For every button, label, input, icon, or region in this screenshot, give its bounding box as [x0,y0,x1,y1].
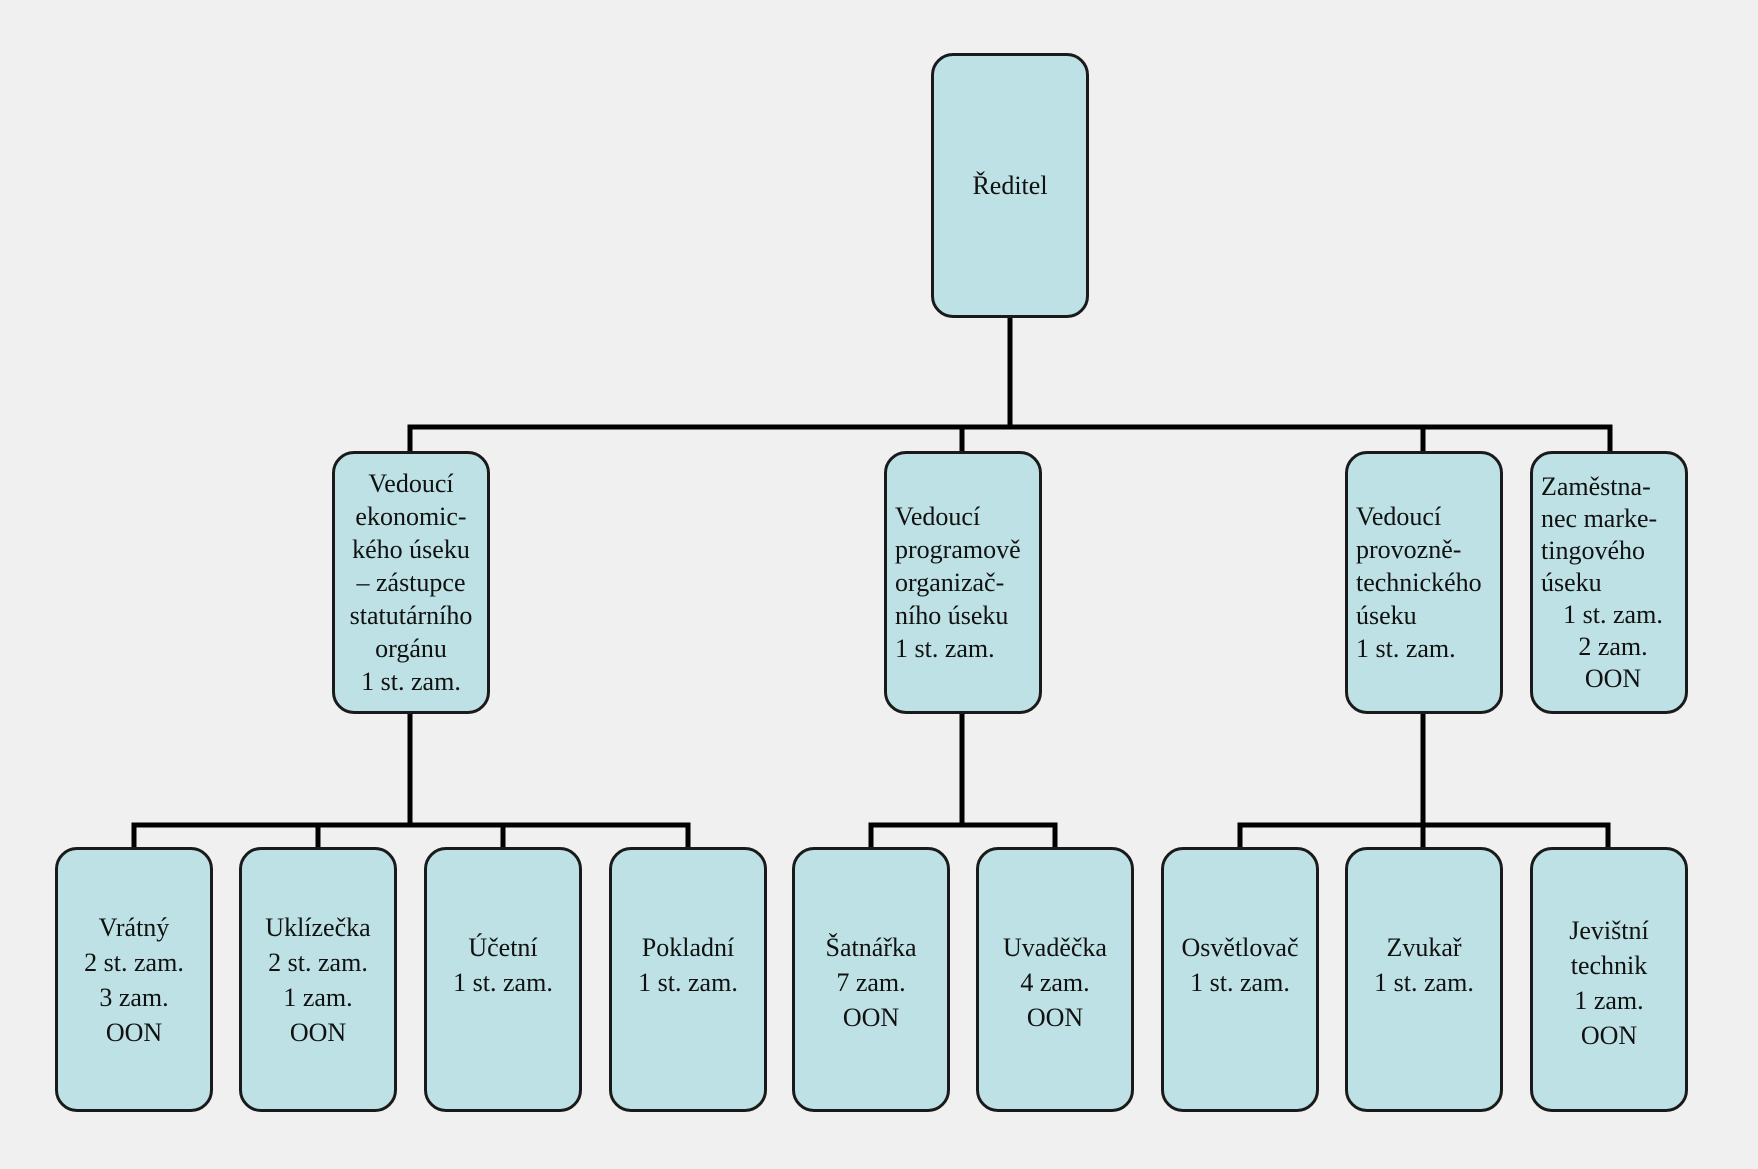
usher-line-1: Uvaděčka [1003,933,1107,962]
accountant-line-2: 1 st. zam. [453,968,553,997]
stage-tech-line-2: technik [1570,951,1648,980]
program-head-line-5: 1 st. zam. [895,634,995,663]
technical-head-line-4: úseku [1356,601,1417,630]
accountant-box: Účetní 1 st. zam. [424,847,582,1112]
economic-head-line-4: – zástupce [356,568,466,597]
cleaner-box: Uklízečka 2 st. zam. 1 zam. OON [239,847,397,1112]
marketing-employee-line-7: OON [1584,663,1642,693]
marketing-employee-line-6: 2 zam. [1578,631,1648,661]
usher-line-2: 4 zam. [1020,968,1090,997]
lighting-line-1: Osvětlovač [1181,933,1299,962]
cloakroom-line-2: 7 zam. [836,968,906,997]
technical-head-box: Vedoucí provozně- technického úseku 1 st… [1345,451,1503,714]
cashier-box: Pokladní 1 st. zam. [609,847,767,1112]
program-head-line-3: organizač- [895,568,1005,597]
accountant-line-1: Účetní [468,933,538,962]
marketing-employee-line-4: úseku [1541,567,1602,597]
cleaner-line-3: 1 zam. [283,982,353,1012]
economic-head-box: Vedoucí ekonomic- kého úseku – zástupce … [332,451,490,714]
program-head-line-2: programově [895,535,1021,564]
director-line-1: Ředitel [972,171,1048,200]
sound-line-2: 1 st. zam. [1374,968,1474,997]
program-head-line-1: Vedoucí [895,502,981,531]
technical-head-line-1: Vedoucí [1356,502,1442,531]
cleaner-line-2: 2 st. zam. [268,947,368,977]
stage-tech-line-3: 1 zam. [1574,986,1644,1015]
cashier-line-1: Pokladní [641,933,735,962]
usher-line-3: OON [1026,1003,1084,1032]
economic-head-line-3: kého úseku [352,535,470,564]
usher-box: Uvaděčka 4 zam. OON [976,847,1134,1112]
doorman-box: Vrátný 2 st. zam. 3 zam. OON [55,847,213,1112]
stage-tech-line-1: Jevištní [1569,916,1649,945]
program-head-line-4: ního úseku [895,601,1009,630]
cleaner-line-1: Uklízečka [265,912,371,942]
program-head-box: Vedoucí programově organizač- ního úseku… [884,451,1042,714]
marketing-employee-line-2: nec marke- [1541,503,1658,533]
cloakroom-box: Šatnářka 7 zam. OON [792,847,950,1112]
marketing-employee-line-5: 1 st. zam. [1563,599,1663,629]
sound-box: Zvukař 1 st. zam. [1345,847,1503,1112]
director-box: Ředitel [931,53,1089,318]
lighting-box: Osvětlovač 1 st. zam. [1161,847,1319,1112]
stage-tech-box: Jevištní technik 1 zam. OON [1530,847,1688,1112]
cloakroom-line-3: OON [842,1003,900,1032]
economic-head-line-5: statutárního [349,601,473,630]
cloakroom-line-1: Šatnářka [825,933,917,962]
doorman-line-2: 2 st. zam. [84,947,184,977]
doorman-line-1: Vrátný [98,912,170,942]
economic-head-line-6: orgánu [375,634,447,663]
technical-head-line-2: provozně- [1356,535,1462,564]
economic-head-line-1: Vedoucí [368,469,454,498]
marketing-employee-box: Zaměstna- nec marke- tingového úseku 1 s… [1530,451,1688,714]
technical-head-line-3: technického [1356,568,1482,597]
economic-head-line-7: 1 st. zam. [361,667,461,696]
sound-line-1: Zvukař [1386,933,1462,962]
technical-head-line-5: 1 st. zam. [1356,634,1456,663]
marketing-employee-line-3: tingového [1541,535,1645,565]
cleaner-line-4: OON [289,1017,347,1047]
doorman-line-3: 3 zam. [99,982,169,1012]
economic-head-line-2: ekonomic- [355,502,467,531]
stage-tech-line-4: OON [1580,1021,1638,1050]
marketing-employee-line-1: Zaměstna- [1541,471,1651,501]
doorman-line-4: OON [105,1017,163,1047]
cashier-line-2: 1 st. zam. [638,968,738,997]
lighting-line-2: 1 st. zam. [1190,968,1290,997]
